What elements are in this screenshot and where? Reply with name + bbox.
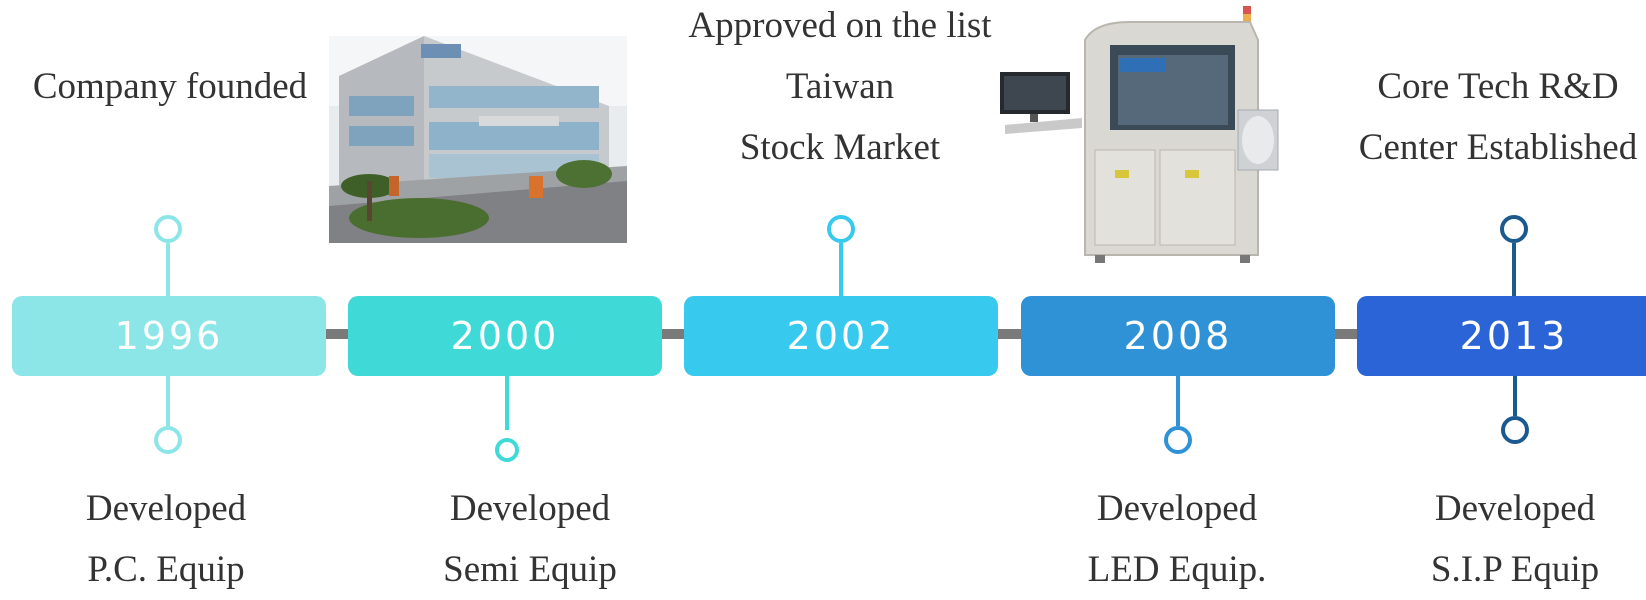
milestone-2013-above-caption: Core Tech R&D Center Established bbox=[1350, 56, 1646, 178]
milestone-1996-top-marker bbox=[154, 215, 182, 243]
caption-line: Company founded bbox=[32, 66, 308, 107]
caption-line: Developed bbox=[449, 488, 611, 529]
caption-line: S.I.P Equip bbox=[1430, 549, 1600, 590]
caption-line: Developed bbox=[85, 488, 247, 529]
milestone-2000-bottom-marker bbox=[495, 438, 519, 462]
milestone-2013-top-stem bbox=[1512, 243, 1516, 296]
milestone-2013-bottom-marker bbox=[1501, 416, 1529, 444]
caption-line: Developed bbox=[1434, 488, 1596, 529]
milestone-2000-bottom-stem bbox=[505, 376, 509, 430]
machine-photo bbox=[1000, 0, 1290, 270]
inspection-machine-illustration bbox=[1000, 6, 1279, 263]
year-label: 1996 bbox=[114, 314, 224, 358]
milestone-2000-below-caption: Developed Semi Equip bbox=[380, 478, 680, 600]
caption-line: Developed bbox=[1096, 488, 1258, 529]
caption-line: Semi Equip bbox=[443, 549, 617, 590]
milestone-1996-year-box: 1996 bbox=[12, 296, 326, 376]
milestone-2000-year-box: 2000 bbox=[348, 296, 662, 376]
milestone-2013-bottom-stem bbox=[1513, 376, 1517, 416]
year-label: 2002 bbox=[786, 314, 896, 358]
caption-line: Stock Market bbox=[739, 127, 941, 168]
milestone-2008-bottom-stem bbox=[1176, 376, 1180, 426]
milestone-2013-top-marker bbox=[1500, 215, 1528, 243]
year-label: 2013 bbox=[1459, 314, 1569, 358]
milestone-2002-year-box: 2002 bbox=[684, 296, 998, 376]
caption-line: Approved on the list bbox=[688, 5, 992, 46]
caption-line: P.C. Equip bbox=[87, 549, 245, 590]
milestone-1996-top-stem bbox=[166, 243, 170, 296]
factory-building-photo bbox=[329, 36, 627, 243]
milestone-2008-below-caption: Developed LED Equip. bbox=[1027, 478, 1327, 600]
milestone-2008-bottom-marker bbox=[1164, 426, 1192, 454]
caption-line: Core Tech R&D bbox=[1377, 66, 1619, 107]
milestone-2002-top-stem bbox=[839, 243, 843, 296]
milestone-2008-year-box: 2008 bbox=[1021, 296, 1335, 376]
milestone-1996-bottom-stem bbox=[166, 376, 170, 426]
year-label: 2000 bbox=[450, 314, 560, 358]
milestone-2013-year-box: 2013 bbox=[1357, 296, 1646, 376]
factory-building-illustration bbox=[329, 36, 627, 243]
year-label: 2008 bbox=[1123, 314, 1233, 358]
milestone-1996-below-caption: Developed P.C. Equip bbox=[16, 478, 316, 600]
caption-line: Center Established bbox=[1358, 127, 1638, 168]
milestone-2013-below-caption: Developed S.I.P Equip bbox=[1365, 478, 1646, 600]
milestone-2002-above-caption: Approved on the list Taiwan Stock Market bbox=[655, 0, 1025, 178]
milestone-2002-top-marker bbox=[827, 215, 855, 243]
caption-line: Taiwan bbox=[785, 66, 895, 107]
milestone-1996-bottom-marker bbox=[154, 426, 182, 454]
milestone-1996-above-caption: Company founded bbox=[20, 56, 320, 117]
caption-line: LED Equip. bbox=[1087, 549, 1267, 590]
